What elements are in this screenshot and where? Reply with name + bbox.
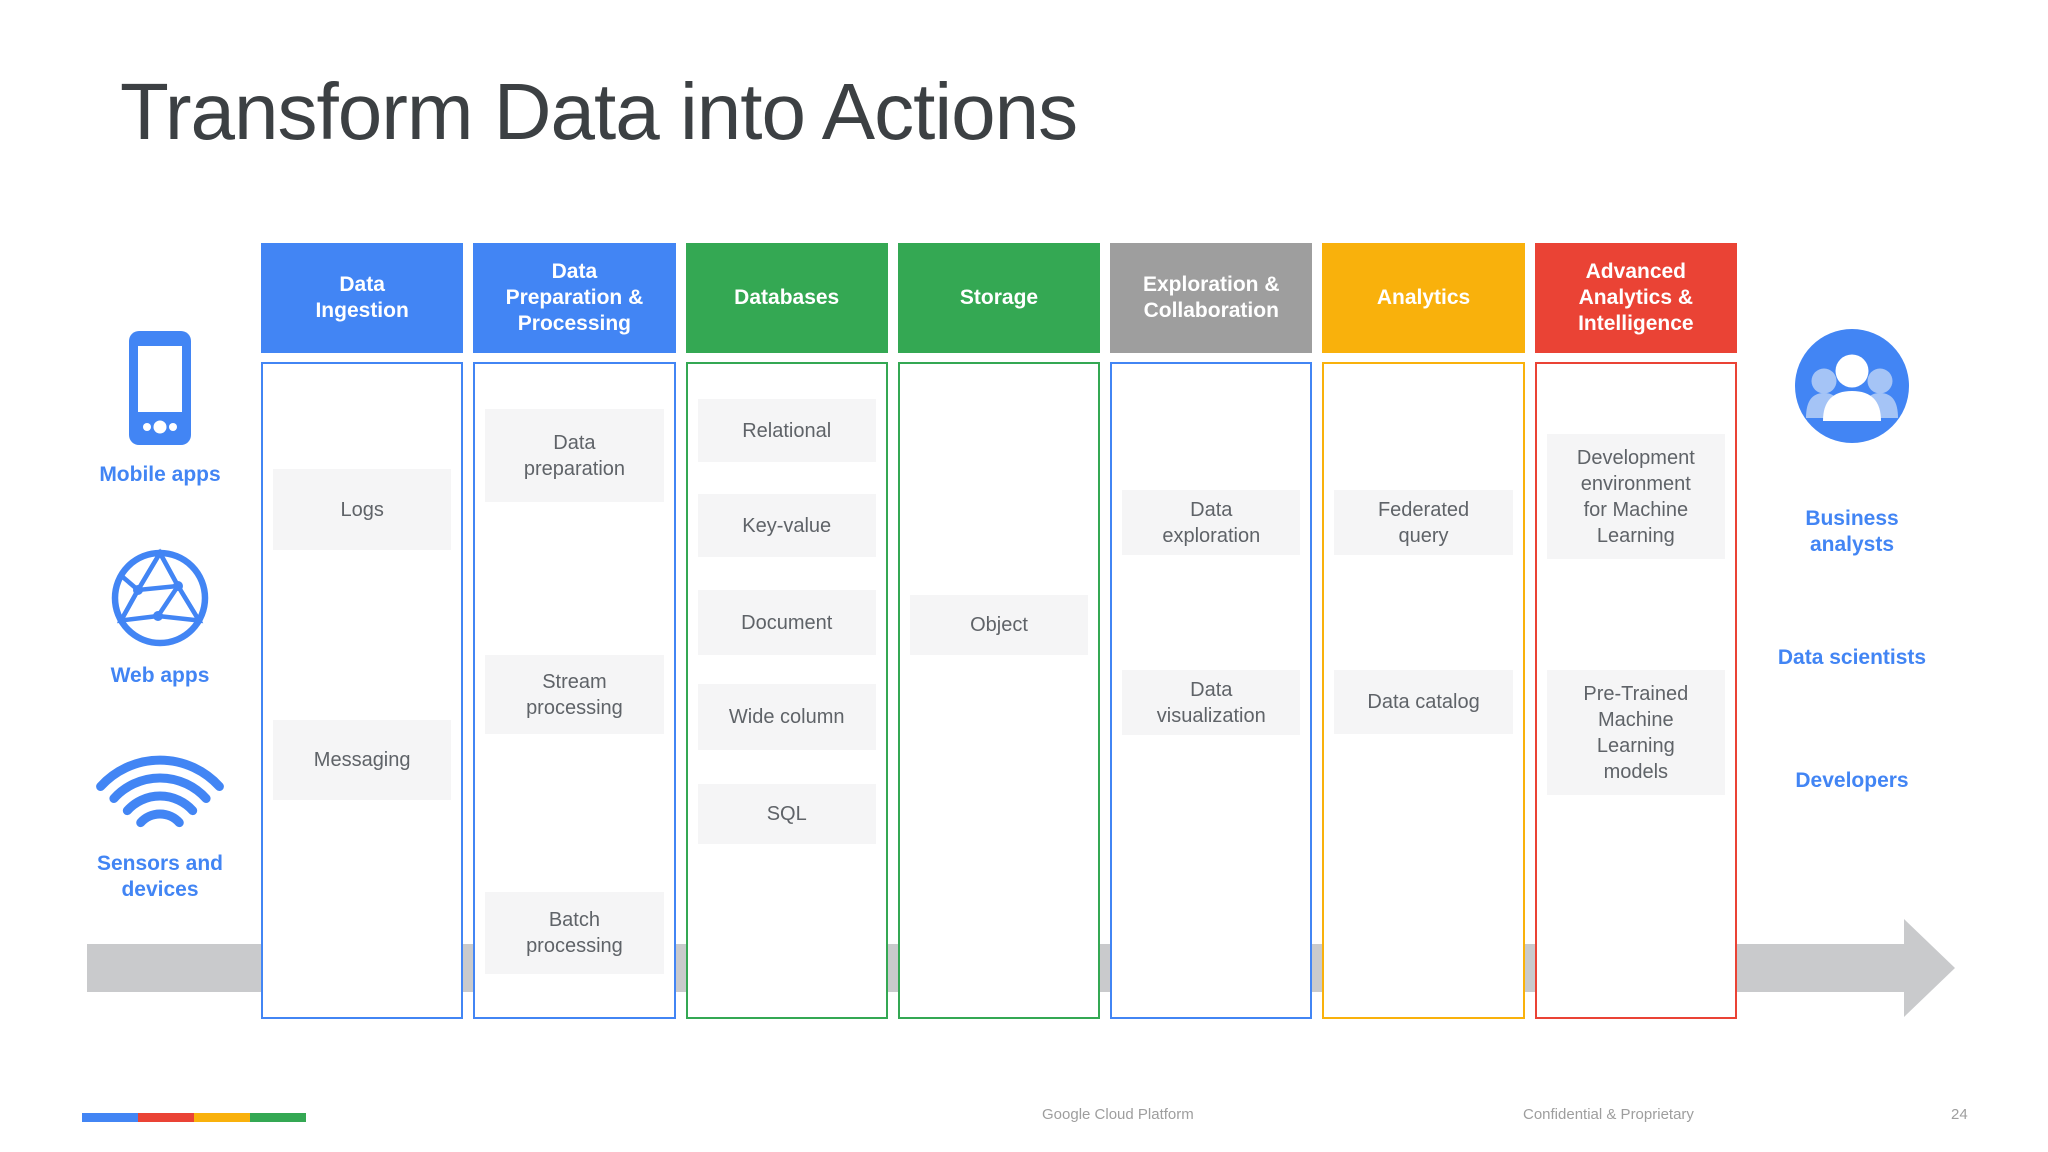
column-body: Data preparation Stream processing Batch…	[473, 362, 676, 1019]
footer-product-name: Google Cloud Platform	[1042, 1106, 1194, 1123]
audience-label-developers: Developers	[1795, 769, 1909, 792]
audience-label-business-analysts: Business analysts	[1805, 507, 1899, 556]
mobile-phone-icon	[128, 330, 192, 451]
column-header: Analytics	[1322, 243, 1525, 353]
footer-confidentiality: Confidential & Proprietary	[1523, 1106, 1694, 1123]
pipeline-column-advanced-analytics: Advanced Analytics & Intelligence Develo…	[1534, 243, 1737, 1019]
source-label-mobile-apps: Mobile apps	[99, 463, 221, 486]
pipeline-cell-logs: Logs	[273, 469, 452, 550]
flow-arrow-head-icon	[1904, 919, 1955, 1017]
pipeline-cell-key-value: Key-value	[697, 494, 876, 557]
pipeline: Data Ingestion Logs Messaging Data Prepa…	[261, 243, 1737, 1019]
pipeline-column-data-ingestion: Data Ingestion Logs Messaging	[261, 243, 464, 1019]
pipeline-column-exploration-collaboration: Exploration & Collaboration Data explora…	[1110, 243, 1313, 1019]
wifi-icon	[90, 752, 230, 853]
column-header: Exploration & Collaboration	[1110, 243, 1313, 353]
pipeline-cell-federated-query: Federated query	[1334, 490, 1513, 555]
column-header: Data Preparation & Processing	[473, 243, 676, 353]
source-label-web-apps: Web apps	[110, 664, 210, 687]
pipeline-cell-data-visualization: Data visualization	[1122, 670, 1301, 735]
column-body: Development environment for Machine Lear…	[1534, 362, 1737, 1019]
footer-page-number: 24	[1951, 1106, 1968, 1123]
audience-label-data-scientists: Data scientists	[1777, 646, 1927, 669]
source-label-sensors-devices: Sensors and devices	[96, 852, 224, 901]
column-body: Object	[897, 362, 1101, 1019]
pipeline-cell-batch-processing: Batch processing	[485, 892, 664, 974]
column-header: Databases	[685, 243, 888, 353]
pipeline-cell-data-catalog: Data catalog	[1334, 670, 1513, 734]
pipeline-column-data-preparation: Data Preparation & Processing Data prepa…	[473, 243, 676, 1019]
globe-icon	[110, 548, 210, 653]
pipeline-cell-stream-processing: Stream processing	[485, 655, 664, 734]
column-body: Relational Key-value Document Wide colum…	[685, 362, 888, 1019]
pipeline-cell-messaging: Messaging	[273, 720, 452, 800]
google-color-bar	[82, 1113, 306, 1122]
pipeline-cell-sql: SQL	[697, 784, 876, 844]
page-title: Transform Data into Actions	[120, 67, 1078, 156]
column-header: Advanced Analytics & Intelligence	[1534, 243, 1737, 353]
people-group-icon	[1795, 329, 1909, 448]
column-body: Data exploration Data visualization	[1110, 362, 1313, 1019]
pipeline-cell-data-preparation: Data preparation	[485, 409, 664, 502]
pipeline-cell-pretrained-ml-models: Pre-Trained Machine Learning models	[1546, 670, 1725, 795]
pipeline-cell-relational: Relational	[697, 399, 876, 462]
column-body: Logs Messaging	[261, 362, 464, 1019]
pipeline-column-databases: Databases Relational Key-value Document …	[685, 243, 888, 1019]
pipeline-cell-wide-column: Wide column	[697, 684, 876, 750]
pipeline-cell-object: Object	[909, 595, 1089, 655]
pipeline-column-storage: Storage Object	[897, 243, 1101, 1019]
column-body: Federated query Data catalog	[1322, 362, 1525, 1019]
pipeline-cell-ml-dev-environment: Development environment for Machine Lear…	[1546, 434, 1725, 559]
pipeline-cell-document: Document	[697, 590, 876, 655]
column-header: Storage	[897, 243, 1101, 353]
pipeline-cell-data-exploration: Data exploration	[1122, 490, 1301, 555]
column-header: Data Ingestion	[261, 243, 464, 353]
pipeline-column-analytics: Analytics Federated query Data catalog	[1322, 243, 1525, 1019]
